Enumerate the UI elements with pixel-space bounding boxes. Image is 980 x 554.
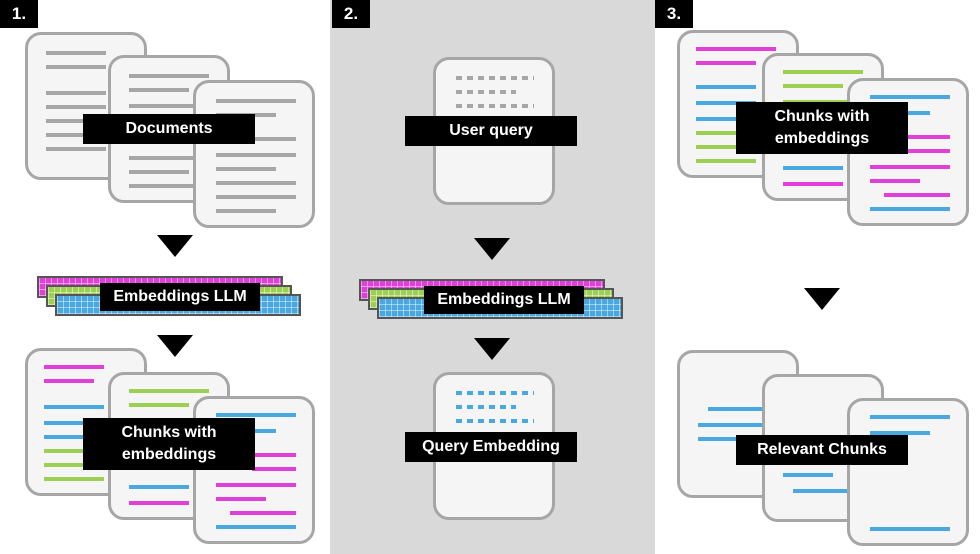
step-2-number: 2. (332, 0, 370, 28)
embeddings-llm-label: Embeddings LLM (100, 283, 260, 311)
chunks-label-line-2: embeddings (774, 130, 870, 147)
relevant-chunk-document-icon (847, 398, 969, 546)
user-query-label: User query (405, 116, 577, 146)
step-1-number: 1. (0, 0, 38, 28)
document-icon (193, 80, 315, 228)
query-embedding-label: Query Embedding (405, 432, 577, 462)
step-3-number: 3. (655, 0, 693, 28)
chunks-with-embeddings-label: Chunks with embeddings (736, 102, 908, 154)
chunks-label-line-1: Chunks with (774, 107, 870, 125)
down-arrow-icon (157, 235, 193, 257)
relevant-chunks-label: Relevant Chunks (736, 435, 908, 465)
down-arrow-icon (474, 238, 510, 260)
down-arrow-icon (474, 338, 510, 360)
chunks-label-line-1: Chunks with (121, 423, 217, 441)
embeddings-llm-label: Embeddings LLM (424, 286, 584, 314)
chunks-with-embeddings-label: Chunks with embeddings (83, 418, 255, 470)
chunks-label-line-2: embeddings (121, 446, 217, 463)
down-arrow-icon (804, 288, 840, 310)
down-arrow-icon (157, 335, 193, 357)
documents-label: Documents (83, 114, 255, 144)
